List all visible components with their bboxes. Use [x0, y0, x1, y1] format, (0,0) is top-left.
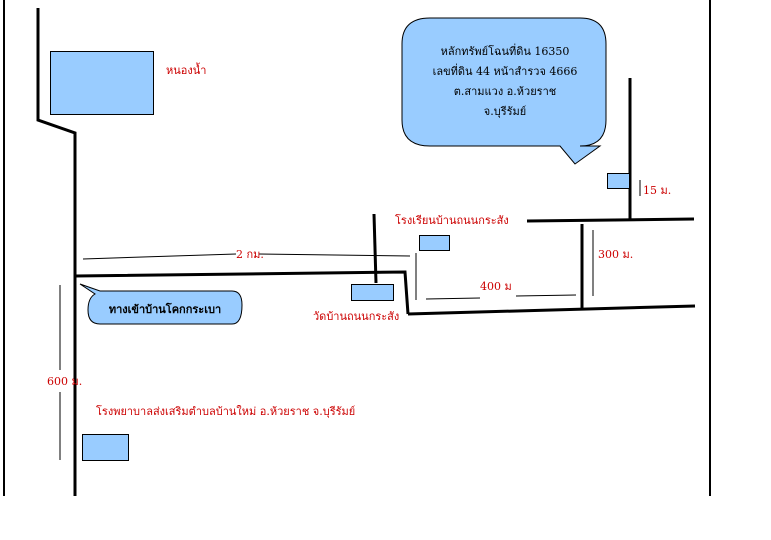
temple-building: [351, 284, 394, 301]
measure-400m-right: [515, 294, 577, 297]
entrance-callout: [79, 283, 243, 325]
distance-400m: 400 ม: [480, 280, 512, 293]
pond-label: หนองน้ำ: [166, 64, 207, 77]
road-to-temple: [74, 270, 410, 315]
distance-600m: 600 ม.: [47, 375, 83, 388]
property-plot: [607, 173, 630, 189]
temple-label: วัดบ้านถนนกระสัง: [313, 310, 400, 323]
distance-15m: 15 ม.: [643, 184, 672, 197]
property-callout-bubble: [401, 17, 607, 165]
entrance-label: ทางเข้าบ้านโคกกระเบา: [108, 303, 222, 316]
measure-400m-left: [425, 297, 481, 300]
pond-area: [50, 51, 154, 115]
school-label: โรงเรียนบ้านถนนกระสัง: [395, 214, 509, 227]
main-road-vertical: [36, 8, 77, 496]
callout-line-3: ต.สามแวง อ.ห้วยราช: [453, 85, 557, 98]
property-callout-text: หลักทรัพย์โฉนที่ดิน 16350 เลขที่ดิน 44 ห…: [405, 42, 605, 122]
callout-line-4: จ.บุรีรัมย์: [483, 105, 527, 118]
distance-2km: 2 กม.: [236, 248, 264, 261]
measure-2km-left: [82, 253, 237, 260]
side-road-school: [372, 213, 378, 284]
measure-2km-right: [258, 253, 411, 257]
distance-300m: 300 ม.: [598, 248, 634, 261]
hospital-building: [82, 434, 129, 461]
lower-road: [407, 304, 696, 316]
school-building: [419, 235, 450, 251]
callout-line-2: เลขที่ดิน 44 หน้าสำรวจ 4666: [432, 65, 578, 78]
upper-road: [526, 217, 695, 223]
hospital-label: โรงพยาบาลส่งเสริมตำบลบ้านใหม่ อ.ห้วยราช …: [96, 405, 356, 418]
callout-line-1: หลักทรัพย์โฉนที่ดิน 16350: [440, 45, 570, 58]
